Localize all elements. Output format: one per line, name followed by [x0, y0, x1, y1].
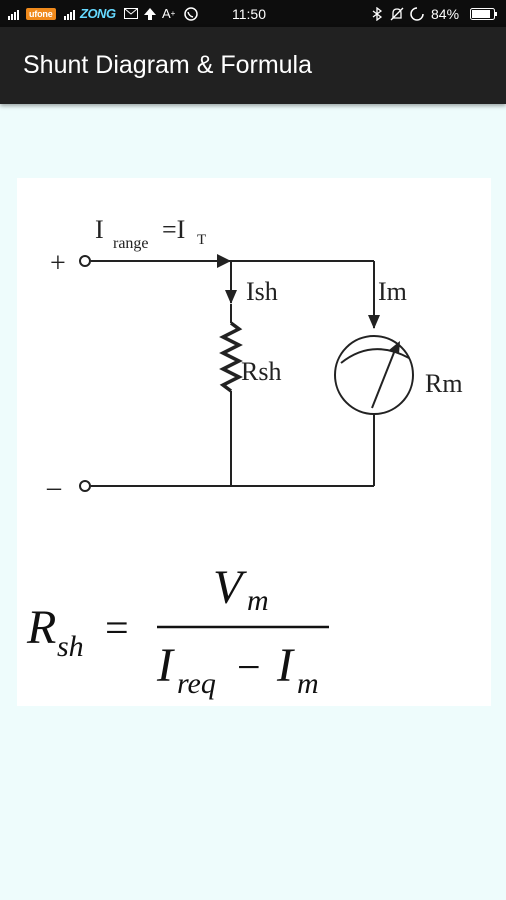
signal-icon [8, 0, 22, 27]
formula-numerator: V [213, 561, 247, 614]
font-size-icon: A+ [162, 6, 176, 21]
minus-terminal-label: – [46, 472, 62, 503]
message-icon [124, 0, 138, 27]
range-current-label: I [95, 215, 104, 244]
upload-icon [143, 0, 157, 27]
formula-den-a-subscript: req [177, 667, 216, 700]
alarm-icon [410, 0, 424, 27]
battery-icon [470, 0, 498, 27]
formula-lhs: R [26, 601, 56, 654]
total-current-subscript: T [197, 232, 206, 248]
status-bar: ufone ZONG A+ 11:50 84% [0, 0, 506, 27]
battery-percent: 84% [431, 5, 460, 22]
meter-current-label: Im [378, 277, 407, 306]
signal-icon-2 [64, 0, 78, 27]
shunt-resistor-label: Rsh [241, 357, 281, 386]
bluetooth-icon [372, 0, 382, 27]
formula-minus: − [237, 645, 261, 691]
total-current-label: =I [162, 215, 185, 244]
formula-lhs-subscript: sh [57, 630, 84, 663]
formula-den-a: I [156, 639, 175, 692]
carrier-ufone: ufone [26, 7, 56, 20]
formula-equals: = [105, 606, 129, 652]
meter-resistor-label: Rm [425, 369, 463, 398]
mute-icon [390, 0, 404, 27]
whatsapp-icon [184, 0, 198, 27]
diagram-image: + – I range =I T Ish Rsh Im Rm R sh = V … [17, 178, 491, 706]
range-current-subscript: range [113, 235, 149, 252]
shunt-formula: R sh = V m I req − I m [26, 561, 329, 700]
clock-text: 11:50 [232, 5, 266, 22]
app-bar: Shunt Diagram & Formula [0, 27, 506, 104]
shunt-circuit-diagram: + – I range =I T Ish Rsh Im Rm R sh = V … [26, 215, 463, 700]
plus-terminal-label: + [50, 248, 66, 279]
formula-numerator-subscript: m [247, 584, 269, 617]
shunt-current-label: Ish [246, 277, 278, 306]
formula-den-b-subscript: m [297, 667, 319, 700]
carrier-zong: ZONG [80, 6, 116, 21]
formula-den-b: I [276, 639, 295, 692]
page-title: Shunt Diagram & Formula [23, 51, 313, 79]
